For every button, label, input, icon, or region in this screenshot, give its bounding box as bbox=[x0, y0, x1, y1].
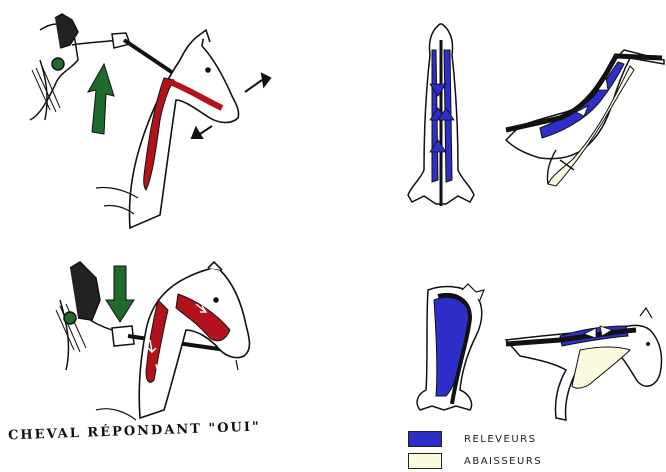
green-arrow-up bbox=[88, 64, 114, 134]
panel-neck-arched bbox=[417, 284, 484, 410]
horse-head-top bbox=[130, 30, 239, 228]
panel-neck-column-top bbox=[408, 24, 474, 206]
legend-label-abaisseurs: ABAISSEURS bbox=[464, 456, 542, 467]
legend-label-releveurs: RELEVEURS bbox=[464, 434, 536, 445]
cream-muscle-bottom-right bbox=[572, 347, 630, 388]
legend-swatch-releveurs bbox=[408, 431, 442, 447]
legend-item-releveurs: RELEVEURS bbox=[408, 428, 542, 450]
legend-swatch-abaisseurs bbox=[408, 453, 442, 469]
panel-side-bottom bbox=[506, 308, 662, 420]
panel-side-top bbox=[506, 50, 664, 186]
legend: RELEVEURS ABAISSEURS bbox=[408, 428, 542, 472]
green-arrow-down bbox=[106, 266, 134, 322]
legend-item-abaisseurs: ABAISSEURS bbox=[408, 450, 542, 472]
panel-head-down bbox=[56, 262, 250, 420]
rider-figure-top bbox=[30, 14, 130, 120]
panel-head-up bbox=[30, 14, 270, 228]
